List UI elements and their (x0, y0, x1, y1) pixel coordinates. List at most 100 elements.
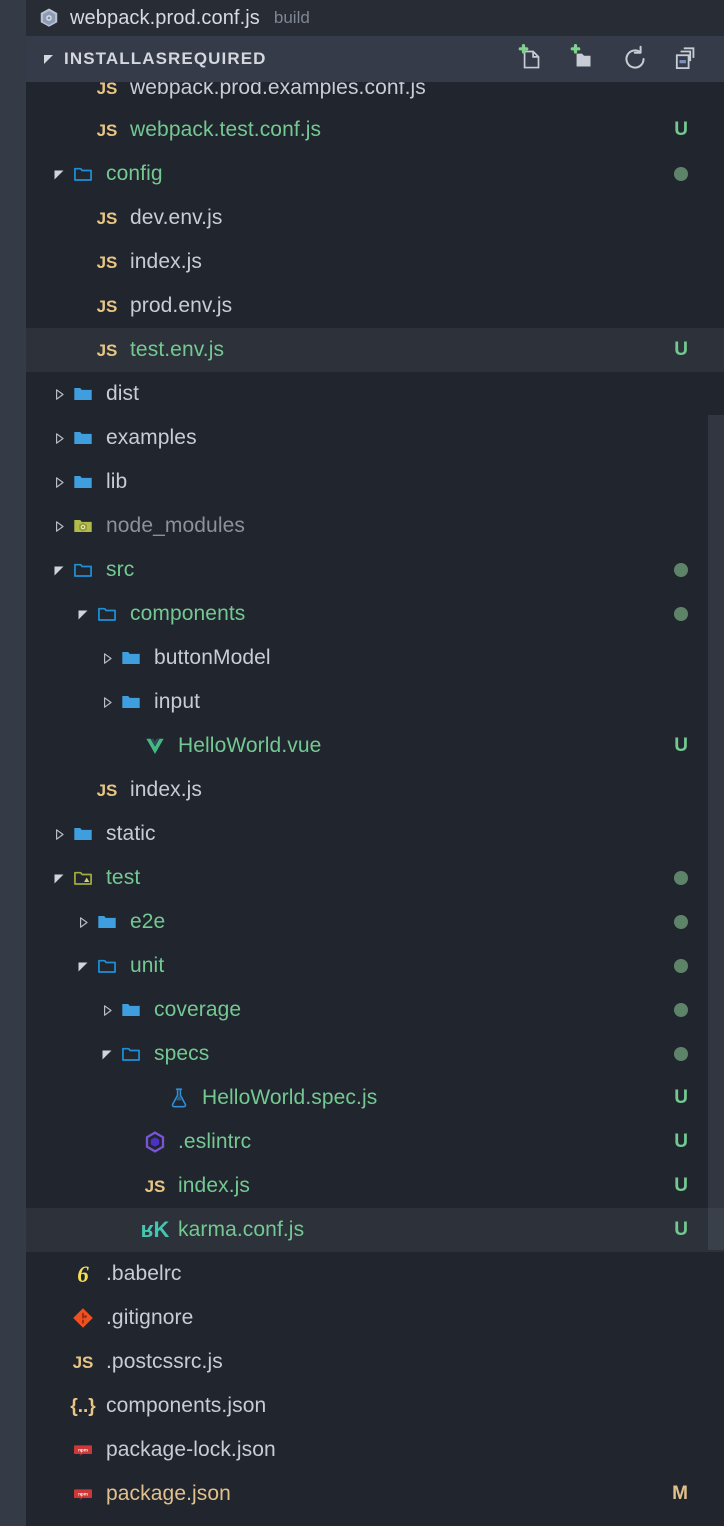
chevron-down-icon[interactable] (48, 856, 70, 900)
tree-folder-row[interactable]: coverage (26, 988, 724, 1032)
tree-item-label: test.env.js (130, 338, 225, 361)
tree-folder-row[interactable]: examples (26, 416, 724, 460)
folder-status-dot (674, 167, 688, 181)
folder-closed-icon (118, 689, 144, 715)
twisty-placeholder (144, 1076, 166, 1120)
git-status-badge: U (674, 119, 688, 140)
chevron-down-icon[interactable] (48, 548, 70, 592)
chevron-right-icon[interactable] (72, 900, 94, 944)
tree-file-row[interactable]: .gitignore (26, 1296, 724, 1340)
chevron-right-icon[interactable] (48, 504, 70, 548)
test-folder-icon (70, 865, 96, 891)
git-status-badge: M (672, 1483, 688, 1504)
chevron-right-icon[interactable] (48, 812, 70, 856)
tree-folder-row[interactable]: input (26, 680, 724, 724)
folder-closed-icon (118, 645, 144, 671)
tree-folder-row[interactable]: dist (26, 372, 724, 416)
tree-folder-row[interactable]: src (26, 548, 724, 592)
tree-folder-row[interactable]: unit (26, 944, 724, 988)
folder-open-icon (94, 953, 120, 979)
tree-item-label: buttonModel (154, 646, 271, 669)
folder-status-dot (674, 915, 688, 929)
tree-folder-row[interactable]: buttonModel (26, 636, 724, 680)
tree-folder-row[interactable]: static (26, 812, 724, 856)
twisty-placeholder (72, 240, 94, 284)
chevron-down-icon[interactable] (48, 152, 70, 196)
chevron-right-icon[interactable] (48, 372, 70, 416)
chevron-down-icon[interactable] (38, 52, 60, 66)
tree-item-label: webpack.test.conf.js (130, 118, 322, 141)
editor-tab-path: build (273, 8, 310, 27)
tree-folder-row[interactable]: node_modules (26, 504, 724, 548)
twisty-placeholder (72, 768, 94, 812)
chevron-right-icon[interactable] (96, 988, 118, 1032)
chevron-down-icon[interactable] (96, 1032, 118, 1076)
svg-text:npm: npm (78, 1447, 88, 1452)
new-file-icon[interactable] (516, 44, 546, 74)
tree-folder-row[interactable]: e2e (26, 900, 724, 944)
folder-open-icon (118, 1041, 144, 1067)
new-folder-icon[interactable] (568, 44, 598, 74)
folder-open-icon (70, 161, 96, 187)
twisty-placeholder (120, 724, 142, 768)
tree-item-label: components (130, 602, 246, 625)
chevron-down-icon[interactable] (72, 592, 94, 636)
chevron-right-icon[interactable] (48, 416, 70, 460)
tree-item-label: .gitignore (106, 1306, 194, 1329)
js-icon: JS (96, 252, 118, 272)
editor-tab-webpack-prod-conf[interactable]: webpack.prod.conf.js build (26, 0, 324, 36)
twisty-placeholder (72, 82, 94, 108)
node-modules-folder-icon (70, 513, 96, 539)
chevron-right-icon[interactable] (96, 680, 118, 724)
twisty-placeholder (48, 1428, 70, 1472)
tree-item-label: .postcssrc.js (106, 1350, 223, 1373)
tree-file-row[interactable]: JS.postcssrc.js (26, 1340, 724, 1384)
folder-closed-icon (70, 469, 96, 495)
twisty-placeholder (48, 1340, 70, 1384)
git-status-badge: U (674, 339, 688, 360)
tree-folder-row[interactable]: components (26, 592, 724, 636)
tree-item-label: examples (106, 426, 197, 449)
tree-file-row[interactable]: {..}components.json (26, 1384, 724, 1428)
twisty-placeholder (120, 1120, 142, 1164)
explorer-section-header[interactable]: INSTALLASREQUIRED (26, 36, 724, 82)
folder-status-dot (674, 563, 688, 577)
tree-file-row[interactable]: 6.babelrc (26, 1252, 724, 1296)
activity-bar (0, 0, 26, 1526)
twisty-placeholder (120, 1164, 142, 1208)
folder-closed-icon (94, 909, 120, 935)
tree-item-label: node_modules (106, 514, 245, 537)
tree-folder-row[interactable]: test (26, 856, 724, 900)
tree-item-label: .eslintrc (178, 1130, 252, 1153)
collapse-all-icon[interactable] (672, 44, 702, 74)
vue-icon (142, 733, 168, 759)
chevron-down-icon[interactable] (72, 944, 94, 988)
refresh-icon[interactable] (620, 44, 650, 74)
tree-item-label: index.js (130, 778, 203, 801)
tree-folder-row[interactable]: specs (26, 1032, 724, 1076)
tree-scrollbar-thumb[interactable] (708, 415, 724, 1250)
chevron-right-icon[interactable] (96, 636, 118, 680)
eslint-icon (142, 1129, 168, 1155)
tree-folder-row[interactable]: lib (26, 460, 724, 504)
tree-item-label: karma.conf.js (178, 1218, 305, 1241)
folder-closed-icon (70, 821, 96, 847)
chevron-right-icon[interactable] (48, 460, 70, 504)
tree-folder-row[interactable]: config (26, 152, 724, 196)
